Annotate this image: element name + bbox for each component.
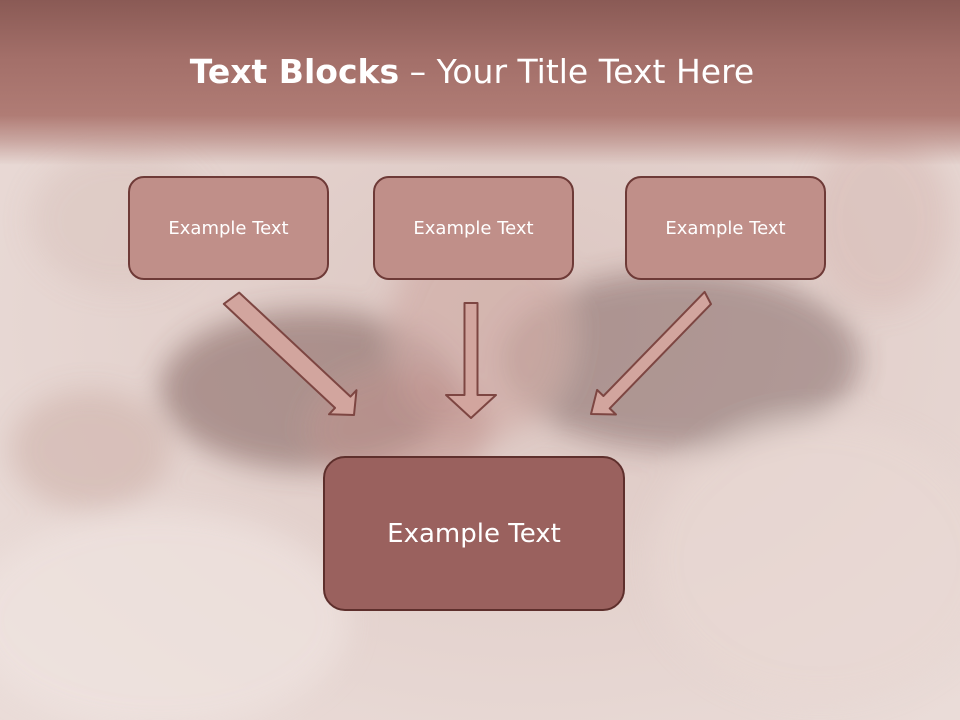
- text-block-middle: Example Text: [373, 176, 574, 280]
- center-text-block: Example Text: [323, 456, 625, 611]
- slide-title: Text Blocks – Your Title Text Here: [0, 52, 944, 91]
- arrow-left: [222, 291, 358, 416]
- title-rest: Your Title Text Here: [436, 52, 755, 91]
- header-band: [0, 0, 960, 165]
- center-text-block-label: Example Text: [387, 518, 561, 549]
- arrow-right: [590, 290, 712, 416]
- text-block-right-label: Example Text: [665, 217, 786, 239]
- text-block-right: Example Text: [625, 176, 826, 280]
- text-block-left-label: Example Text: [168, 217, 289, 239]
- text-block-middle-label: Example Text: [413, 217, 534, 239]
- title-dash: –: [399, 52, 437, 91]
- text-block-left: Example Text: [128, 176, 329, 280]
- title-bold-part: Text Blocks: [189, 52, 400, 91]
- arrow-middle: [445, 302, 497, 419]
